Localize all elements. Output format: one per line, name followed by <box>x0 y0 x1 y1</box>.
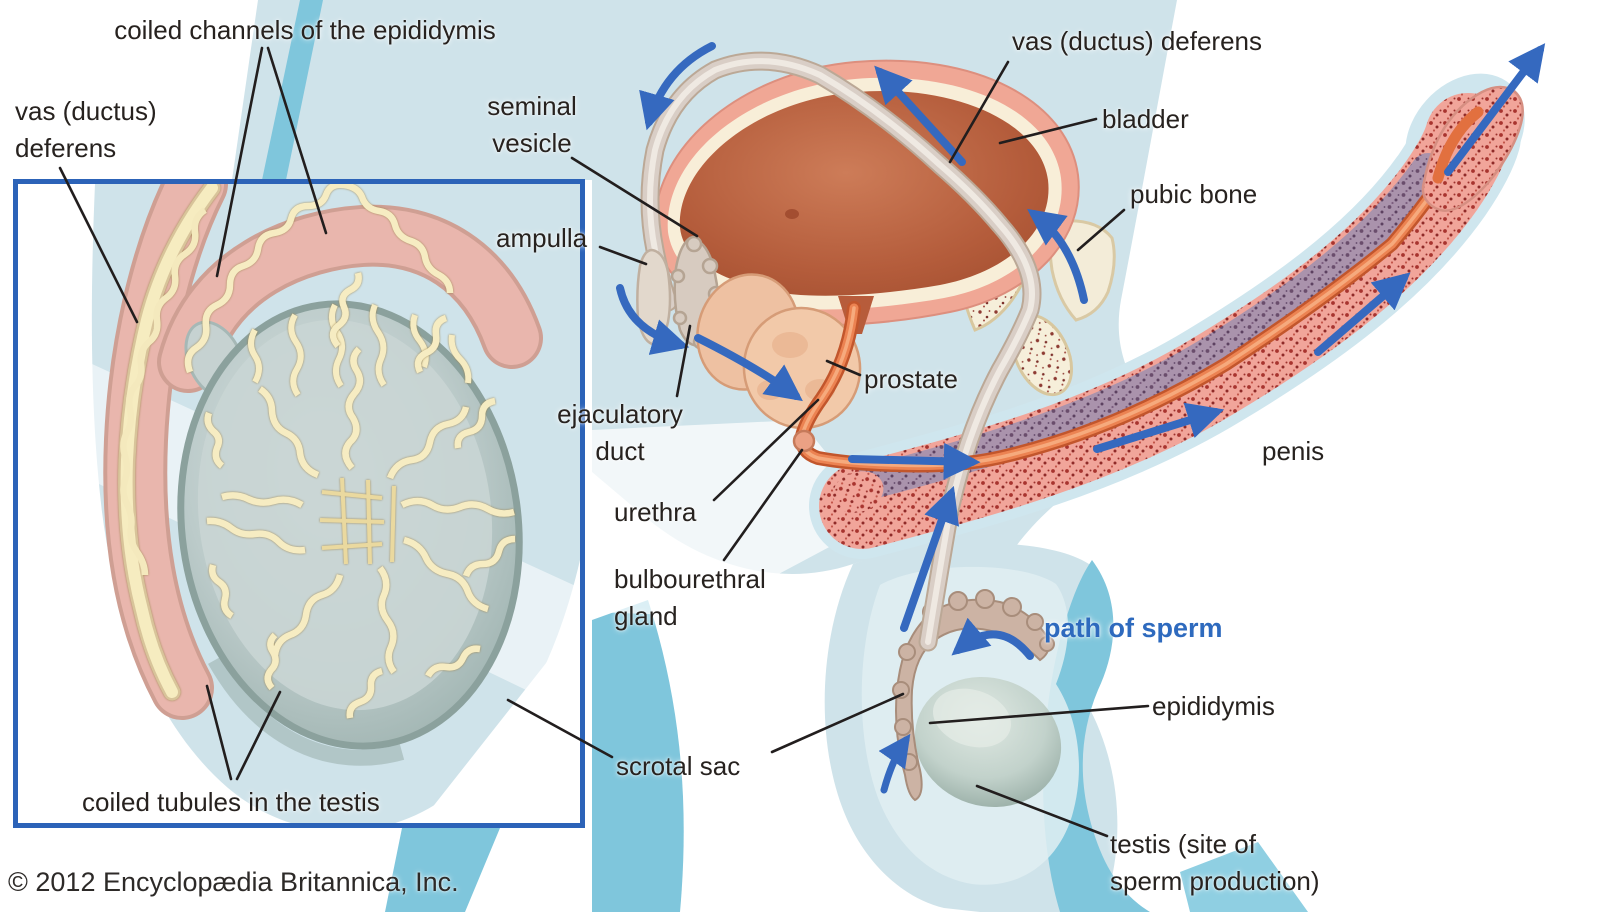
label-epididymis: epididymis <box>1152 691 1275 721</box>
inset-box <box>13 179 585 828</box>
inset-testis-illustration <box>18 184 580 823</box>
highlight-sweep <box>592 420 880 616</box>
label-bulbourethral-gland: bulbourethral gland <box>614 564 766 631</box>
medium-blue-stripe <box>262 0 323 180</box>
glans-illustration <box>1421 85 1524 212</box>
label-vas-deferens-main: vas (ductus) deferens <box>1012 26 1263 56</box>
arrow-prostate <box>694 334 803 402</box>
label-path-of-sperm: path of sperm <box>1044 613 1223 643</box>
bladder-illustration <box>653 59 1080 334</box>
leader-lines <box>58 46 1150 838</box>
label-urethra: urethra <box>614 497 697 527</box>
arrow-bladder-left <box>639 42 716 131</box>
label-coiled-tubules: coiled tubules in the testis <box>82 787 380 817</box>
arrow-ampulla <box>616 284 690 355</box>
label-testis: testis (site of sperm production) <box>1110 829 1320 896</box>
rete-testis-net <box>319 477 396 565</box>
label-coiled-channels: coiled channels of the epididymis <box>114 15 496 45</box>
label-ampulla: ampulla <box>496 223 588 253</box>
label-prostate: prostate <box>864 364 958 394</box>
label-penis: penis <box>1262 436 1325 466</box>
label-vas-deferens-inset: vas (ductus) deferens <box>15 96 157 163</box>
copyright-text: © 2012 Encyclopædia Britannica, Inc. <box>8 867 459 897</box>
label-seminal-vesicle: seminal vesicle <box>487 91 577 158</box>
sperm-path-arrows <box>616 42 1546 794</box>
coiled-tubules-artwork <box>204 272 516 719</box>
label-pubic-bone: pubic bone <box>1130 179 1258 209</box>
arrow-shaft-high <box>1314 272 1411 356</box>
arrow-scrotum-small <box>878 733 911 794</box>
arrow-epididymis-arc <box>951 617 1034 660</box>
label-bladder: bladder <box>1102 104 1189 134</box>
label-ejaculatory-duct: ejaculatory duct <box>557 399 683 466</box>
coiled-channels-artwork <box>123 184 472 692</box>
arrow-vas-ascending <box>900 485 960 632</box>
label-scrotal-sac: scrotal sac <box>616 751 741 781</box>
bulbourethral-gland-illustration <box>792 429 816 453</box>
arrow-shaft-low <box>1093 402 1225 453</box>
arrow-pubic <box>1027 208 1088 304</box>
arrow-glans-exit <box>1444 43 1546 176</box>
arrow-vas-over-bladder <box>874 65 966 166</box>
arrow-urethra <box>848 442 981 480</box>
